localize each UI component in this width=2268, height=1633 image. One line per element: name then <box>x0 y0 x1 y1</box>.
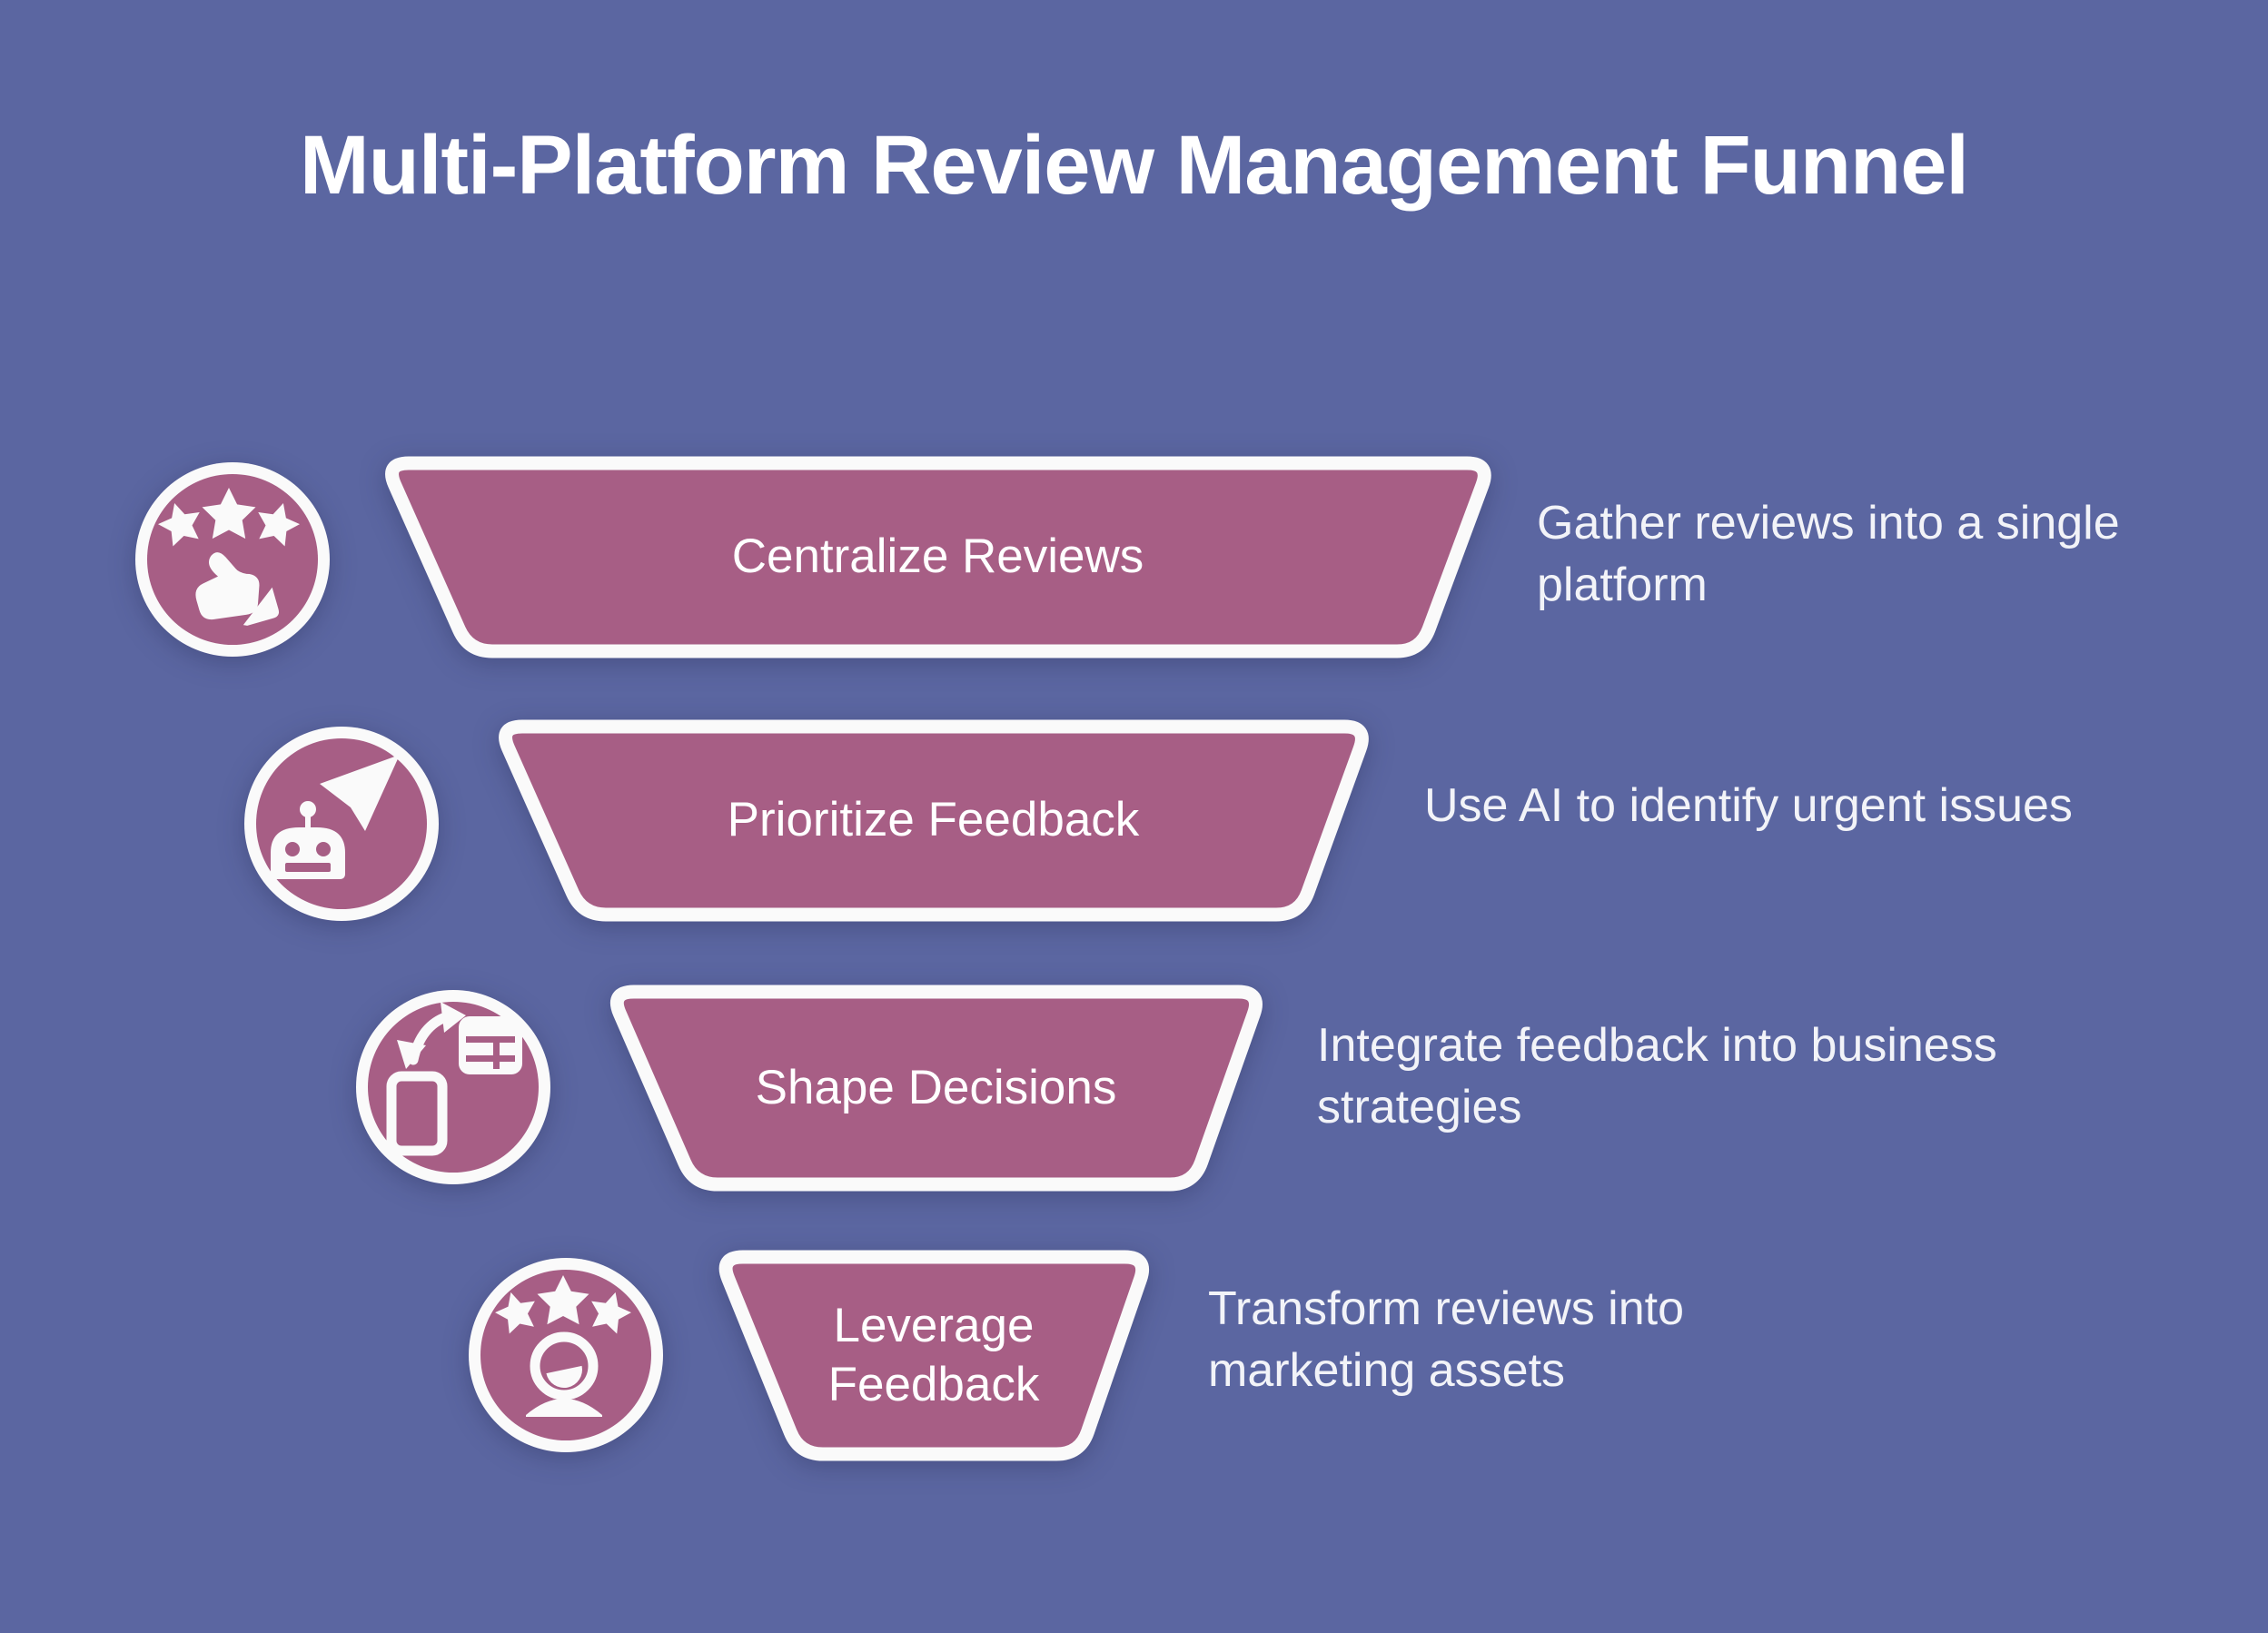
cursor-arrow-glyph <box>320 755 400 831</box>
stage-2-description: Use AI to identify urgent issues <box>1424 779 2073 832</box>
funnel-stage-1-shape <box>385 456 1491 658</box>
stage-1-description: Gather reviews into a single platform <box>1537 497 2120 611</box>
stage-2-label: Prioritize Feedback <box>727 793 1140 847</box>
stage-3-label: Shape Decisions <box>755 1060 1117 1114</box>
stage-4-description: Transform reviews into marketing assets <box>1208 1282 1684 1397</box>
shoulders-glyph <box>526 1399 602 1417</box>
reviews-stars-thumb-icon <box>135 462 330 657</box>
table-glyph <box>459 1016 522 1074</box>
icon-disc <box>256 738 427 909</box>
sync-arrow-glyph <box>397 1002 466 1069</box>
three-stars-glyph <box>495 1275 631 1334</box>
stage-3-description: Integrate feedback into business strateg… <box>1317 1019 1997 1133</box>
happy-customer-stars-icon <box>469 1258 663 1452</box>
thumbs-up-glyph <box>195 552 280 626</box>
three-stars-glyph <box>157 488 301 547</box>
page-title: Multi-Platform Review Management Funnel <box>300 119 1969 212</box>
stage-1-label: Centralize Reviews <box>731 529 1144 584</box>
ai-robot-cursor-icon <box>244 727 439 921</box>
device-data-sync-icon <box>356 990 550 1184</box>
robot-head-glyph <box>271 801 345 879</box>
funnel-stage-3-shape <box>609 985 1263 1192</box>
funnel-stage-2-shape <box>499 719 1369 922</box>
phone-glyph <box>386 1071 448 1156</box>
stage-4-label: Leverage Feedback <box>827 1298 1040 1411</box>
funnel-stage-4-shape <box>718 1250 1150 1461</box>
smiling-face-glyph <box>526 1331 602 1417</box>
